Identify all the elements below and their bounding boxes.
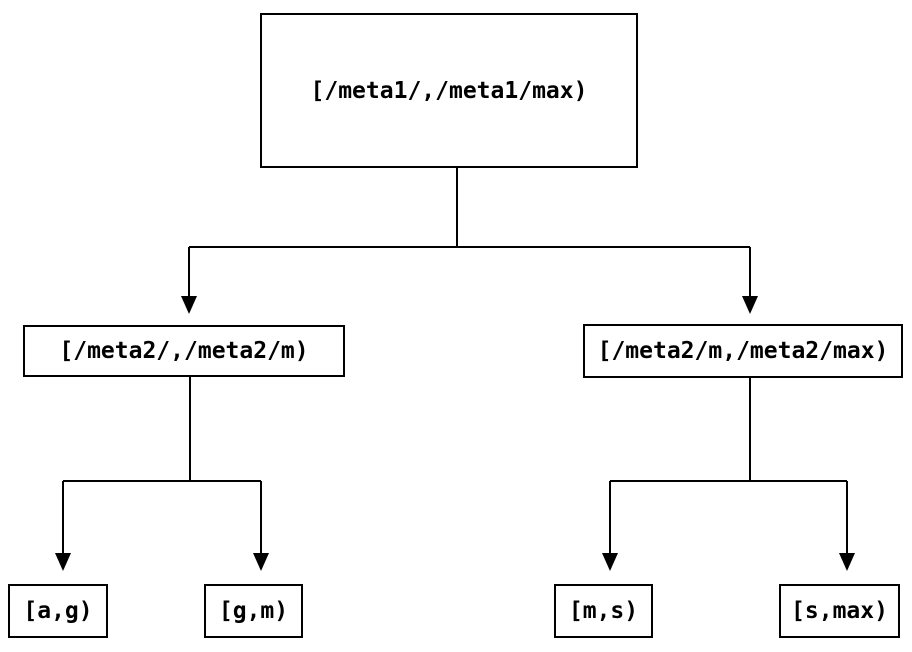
node-leaf-g-m: [g,m) bbox=[204, 584, 303, 638]
node-leaf-g-m-label: [g,m) bbox=[218, 598, 289, 624]
node-meta2-high: [/meta2/m,/meta2/max) bbox=[583, 324, 903, 378]
node-meta2-high-label: [/meta2/m,/meta2/max) bbox=[597, 338, 889, 364]
edge-meta2-high-branch bbox=[602, 378, 855, 571]
arrowhead-meta2-low bbox=[181, 296, 197, 314]
node-leaf-s-max: [s,max) bbox=[779, 584, 900, 638]
node-meta2-low-label: [/meta2/,/meta2/m) bbox=[59, 338, 309, 364]
edge-root-branch bbox=[181, 168, 758, 314]
node-leaf-m-s-label: [m,s) bbox=[568, 598, 639, 624]
arrowhead-meta2-high bbox=[742, 296, 758, 314]
node-meta2-low: [/meta2/,/meta2/m) bbox=[23, 325, 345, 377]
arrowhead-leaf-s-max bbox=[839, 553, 855, 571]
node-root: [/meta1/,/meta1/max) bbox=[260, 13, 638, 168]
arrowhead-leaf-m-s bbox=[602, 553, 618, 571]
edge-meta2-low-branch bbox=[55, 377, 269, 571]
node-leaf-a-g: [a,g) bbox=[8, 584, 108, 638]
node-leaf-a-g-label: [a,g) bbox=[23, 598, 93, 624]
node-root-label: [/meta1/,/meta1/max) bbox=[310, 77, 588, 104]
arrowhead-leaf-a-g bbox=[55, 553, 71, 571]
node-leaf-m-s: [m,s) bbox=[554, 584, 653, 638]
node-leaf-s-max-label: [s,max) bbox=[791, 598, 888, 624]
arrowhead-leaf-g-m bbox=[253, 553, 269, 571]
